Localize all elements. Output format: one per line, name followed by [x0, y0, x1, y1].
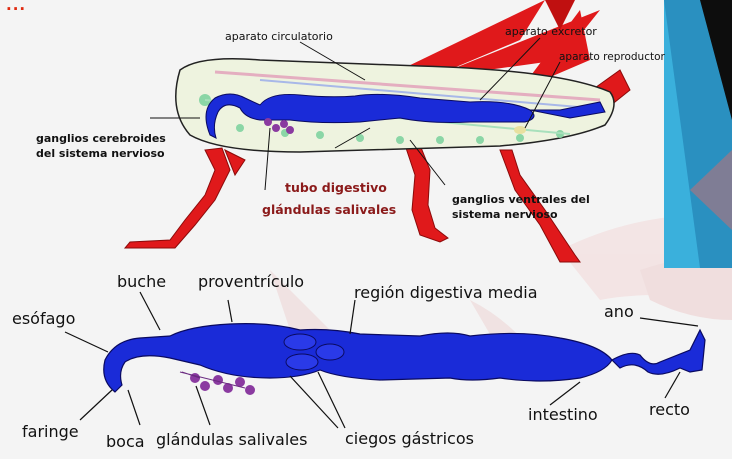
label-cerebral-ganglia-line1: ganglios cerebroides [36, 131, 166, 146]
label-excretory: aparato excretor [505, 25, 597, 38]
label-top-salivary-glands: glándulas salivales [262, 202, 396, 217]
label-ventral-ganglia-line1: ganglios ventrales del [452, 192, 590, 207]
corner-mark: ... [6, 0, 26, 14]
label-intestine: intestino [528, 405, 598, 424]
label-mouth: boca [106, 432, 145, 451]
label-crop: buche [117, 272, 166, 291]
label-rectum: recto [649, 400, 690, 419]
side-panel [664, 0, 732, 268]
label-proventriculus: proventrículo [198, 272, 304, 291]
label-circulatory: aparato circulatorio [225, 30, 333, 43]
label-pharynx: faringe [22, 422, 79, 441]
label-digestive-tube: tubo digestivo [285, 180, 387, 195]
label-reproductive: aparato reproductor [559, 51, 665, 63]
label-ventral-ganglia: ganglios ventrales del sistema nervioso [452, 192, 590, 222]
label-bottom-salivary-glands: glándulas salivales [156, 430, 307, 449]
label-esophagus: esófago [12, 309, 75, 328]
label-midgut: región digestiva media [354, 283, 538, 302]
label-cerebral-ganglia-line2: del sistema nervioso [36, 146, 166, 161]
label-anus: ano [604, 302, 634, 321]
label-ventral-ganglia-line2: sistema nervioso [452, 207, 590, 222]
label-cerebral-ganglia: ganglios cerebroides del sistema nervios… [36, 131, 166, 161]
label-gastric-caeca: ciegos gástricos [345, 429, 474, 448]
reproductive-organ [514, 126, 526, 134]
